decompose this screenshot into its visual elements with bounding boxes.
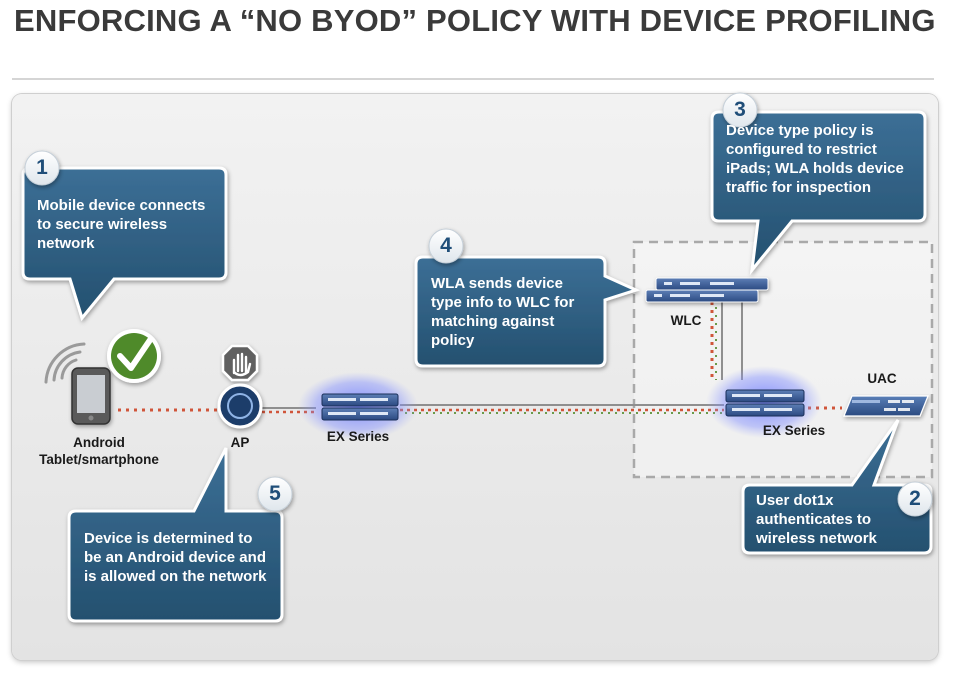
wifi-signal-icon — [44, 342, 86, 384]
stop-hand-icon — [221, 344, 259, 382]
callout-3 — [710, 110, 927, 275]
callout-5 — [67, 447, 284, 623]
tablet-icon — [71, 367, 111, 425]
callout-2 — [741, 419, 933, 555]
switch-icon — [706, 366, 822, 438]
page-title: ENFORCING A “NO BYOD” POLICY WITH DEVICE… — [14, 3, 936, 38]
step-number-3: 3 — [734, 98, 746, 121]
step-badge-3 — [722, 92, 758, 128]
step-number-2: 2 — [909, 487, 921, 510]
ap-label: AP — [230, 435, 250, 450]
callout-4-text: WLA sends device type info to WLC for ma… — [431, 275, 575, 349]
title-divider — [12, 78, 934, 80]
callout-2-text: User dot1x authenticates to wireless net… — [756, 492, 877, 547]
checkmark-icon — [107, 329, 161, 383]
callout-5-text: Device is determined to be an Android de… — [84, 530, 267, 585]
uac-appliance-icon — [843, 395, 929, 417]
ex-right-label: EX Series — [762, 423, 826, 438]
step-badge-4 — [428, 228, 464, 264]
callout-3-text: Device type policy is configured to rest… — [726, 122, 904, 196]
controller-icon — [645, 277, 769, 303]
link-ex-left-to-ex-right — [400, 404, 724, 414]
wlc-label: WLC — [670, 313, 702, 328]
callout-4 — [414, 255, 641, 368]
callout-1-text: Mobile device connects to secure wireles… — [37, 197, 206, 252]
step-badge-5 — [257, 476, 293, 512]
step-number-1: 1 — [36, 156, 48, 179]
switch-icon — [298, 372, 418, 440]
step-number-5: 5 — [269, 482, 281, 505]
uac-label: UAC — [867, 371, 897, 386]
ex-left-label: EX Series — [326, 429, 390, 444]
step-number-4: 4 — [440, 234, 452, 257]
access-point-icon — [217, 383, 263, 429]
android-label: Android Tablet/smartphone — [39, 435, 159, 467]
step-badge-2 — [897, 481, 933, 517]
step-badge-1 — [24, 150, 60, 186]
callout-1 — [21, 166, 228, 322]
link-wlc-to-ex-right — [710, 292, 743, 380]
